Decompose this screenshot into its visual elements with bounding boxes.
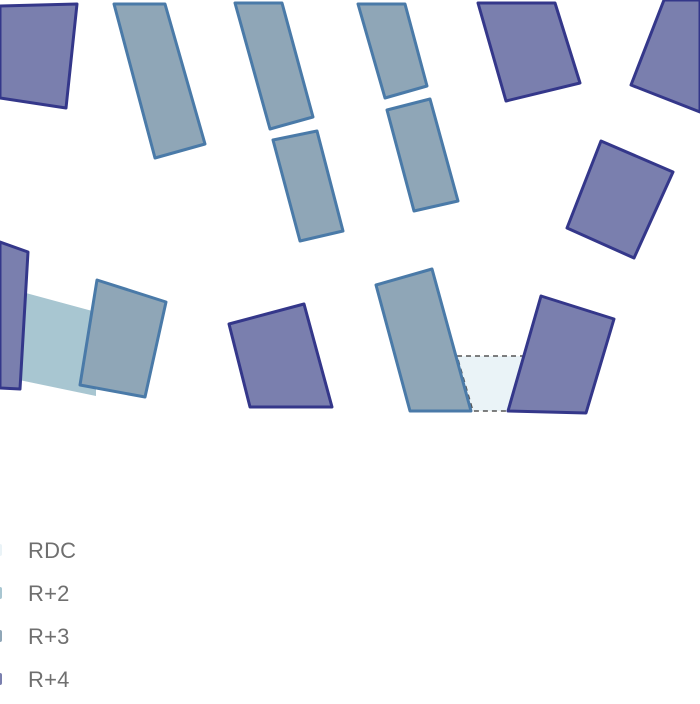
legend-label-r4: R+4 <box>28 667 70 692</box>
legend-item-rdc: RDC <box>0 532 200 575</box>
building-r4-1 <box>0 2 79 110</box>
building-r4-16 <box>506 294 616 415</box>
legend-item-r2: R+2 <box>0 575 200 618</box>
building-r4-5 <box>476 1 582 103</box>
building-r4-9 <box>565 139 675 260</box>
building-r3-12 <box>78 278 168 399</box>
building-r4-6 <box>629 0 700 114</box>
legend-label-r2: R+2 <box>28 581 70 606</box>
building-r3-8 <box>385 97 460 213</box>
building-r4-13 <box>227 302 334 409</box>
legend-label-rdc: RDC <box>28 538 77 563</box>
building-r4-11 <box>0 240 30 391</box>
legend-item-r3: R+3 <box>0 618 200 661</box>
legend-swatch-r3 <box>0 630 2 642</box>
building-r3-2 <box>112 2 207 160</box>
legend-swatch-r4 <box>0 673 2 685</box>
legend-swatch-rdc <box>0 544 2 556</box>
building-r3-3 <box>233 1 315 131</box>
legend-swatch-r2 <box>0 587 2 599</box>
legend-label-r3: R+3 <box>28 624 70 649</box>
building-r3-4 <box>356 2 429 100</box>
legend-item-r4: R+4 <box>0 661 200 704</box>
building-r3-7 <box>271 129 345 243</box>
legend: RDC R+2 R+3 R+4 <box>0 532 200 704</box>
building-r3-15 <box>374 267 473 413</box>
